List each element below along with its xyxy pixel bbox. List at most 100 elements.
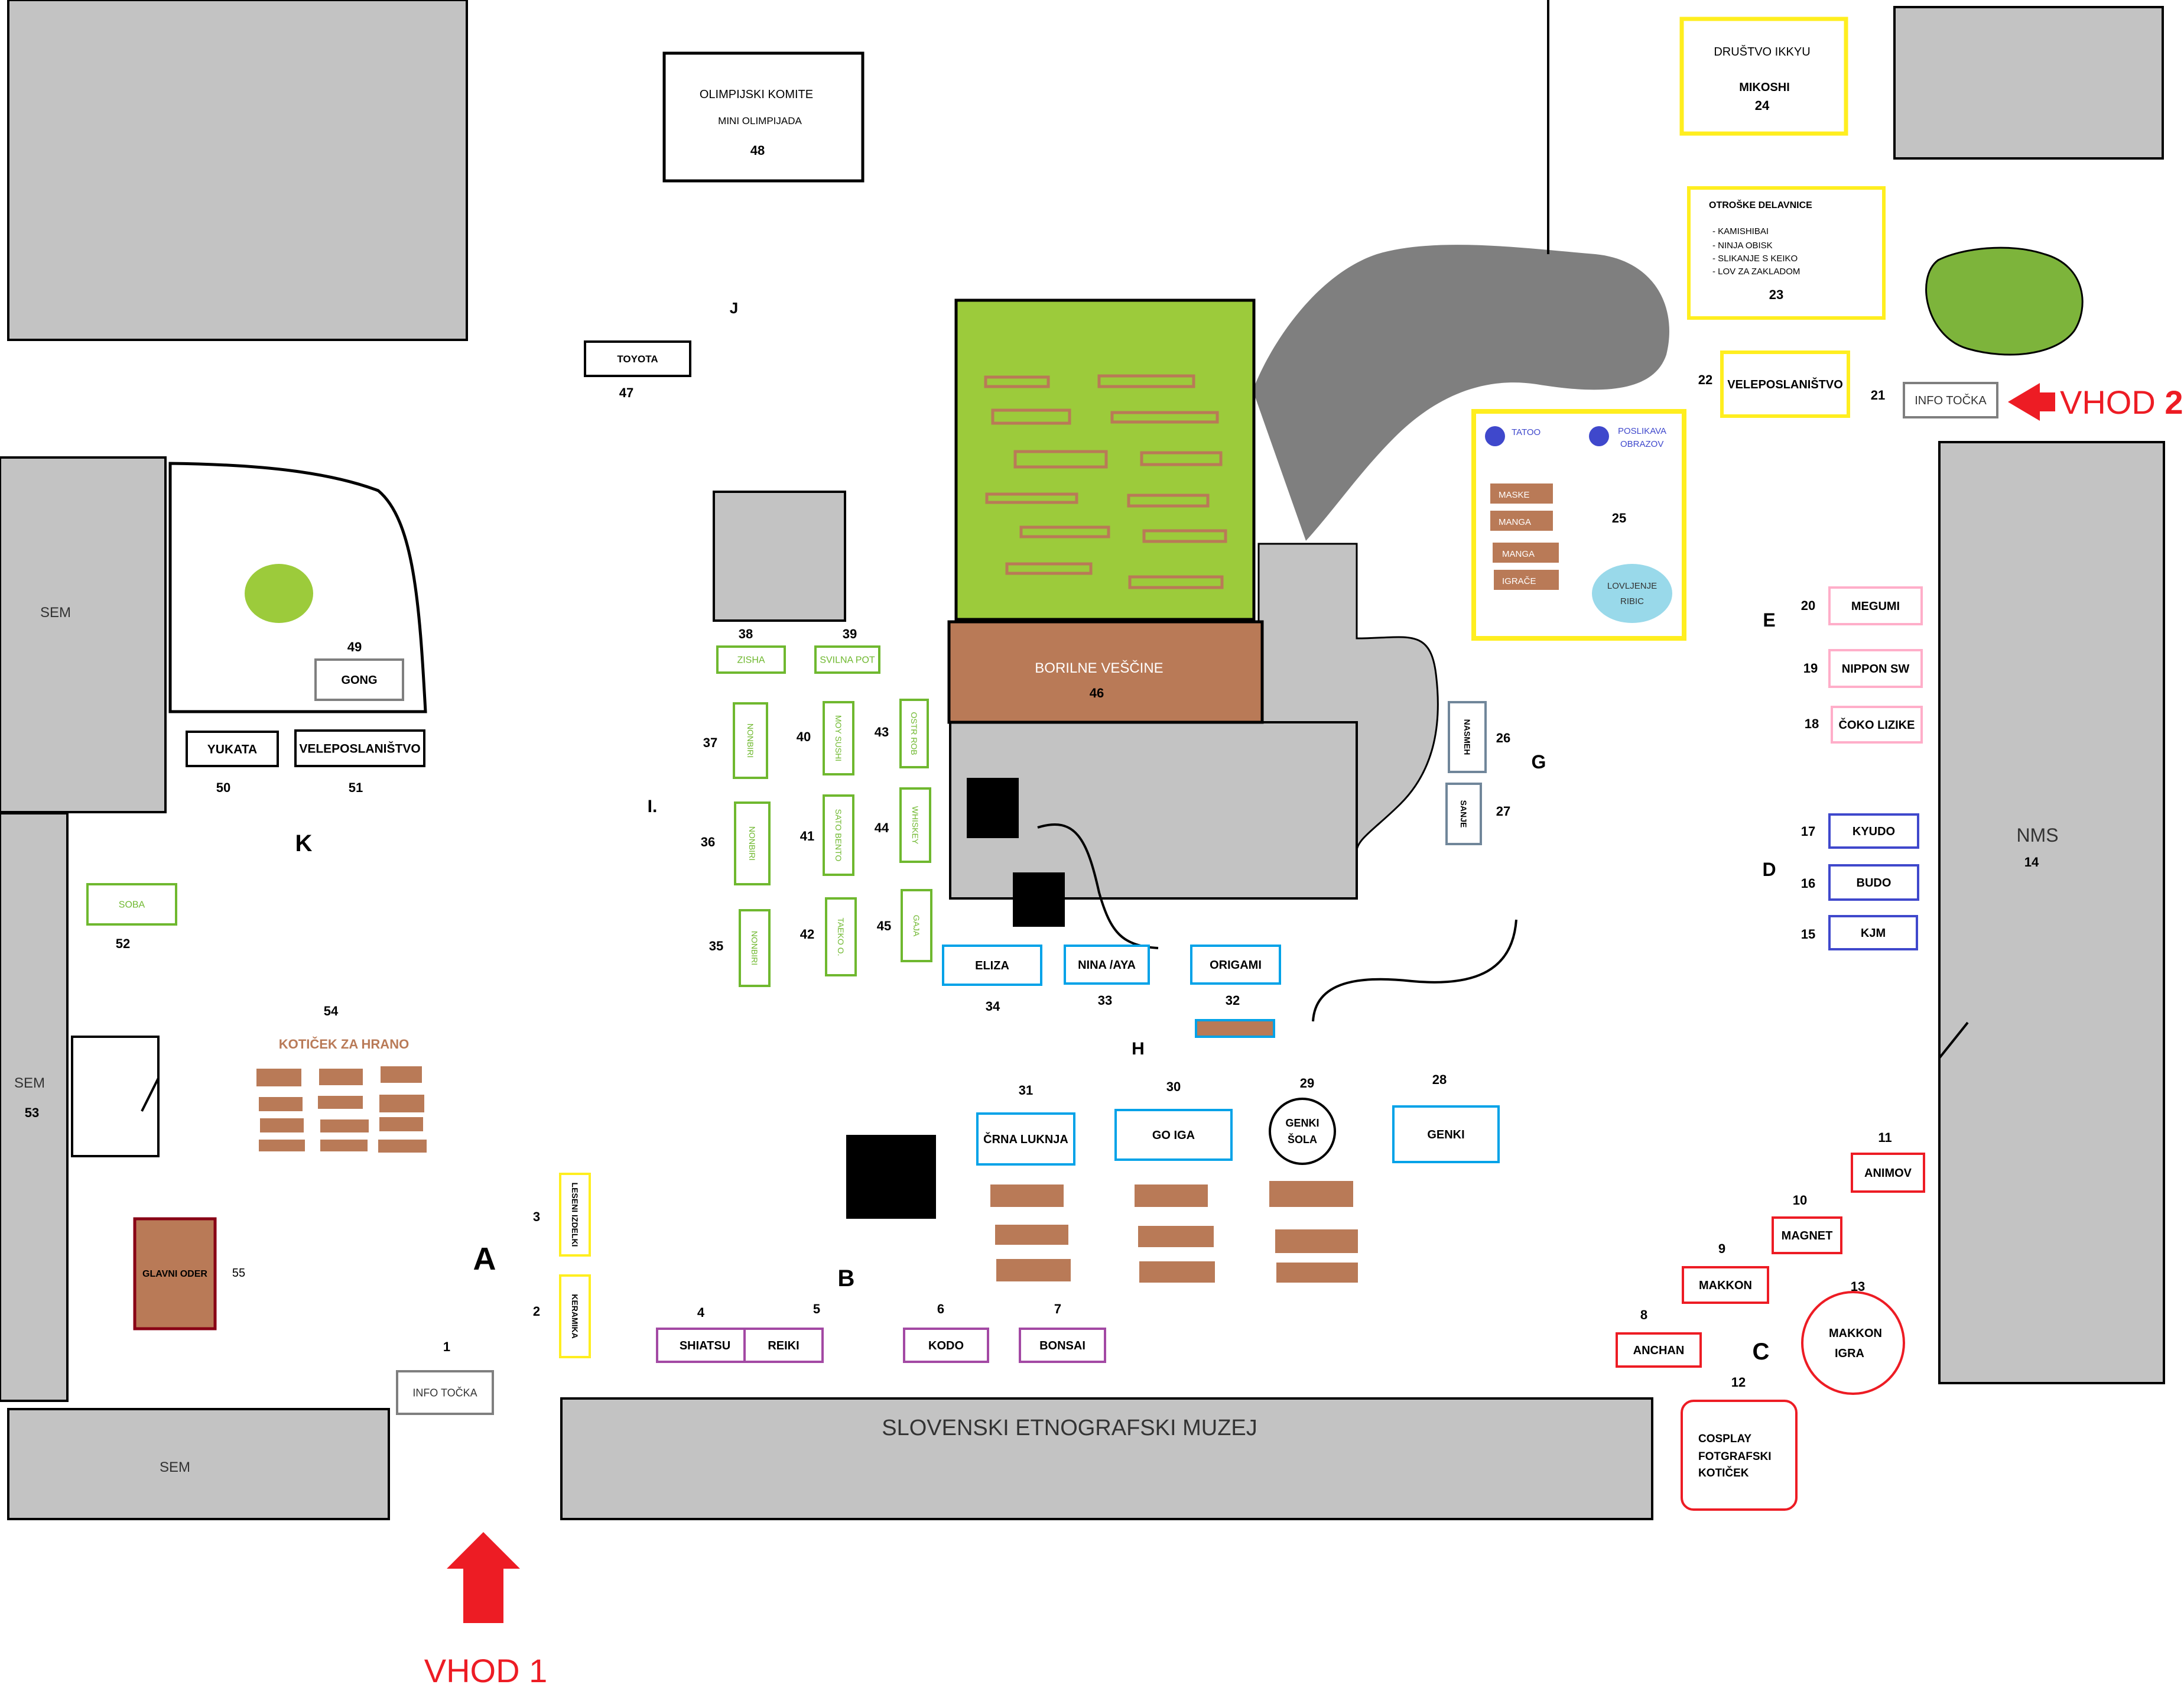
stand-box bbox=[314, 658, 404, 701]
stand-41: SATO BENTO 41 bbox=[800, 794, 854, 876]
stand-box bbox=[1720, 351, 1850, 418]
stand-label: ZISHA bbox=[737, 655, 765, 666]
stand-number: 45 bbox=[877, 919, 891, 933]
stand-label: SHIATSU bbox=[680, 1339, 730, 1352]
zone-25-box: TATOO POSLIKAVA OBRAZOV MASKE MANGA MANG… bbox=[1471, 409, 1686, 641]
path-line bbox=[1037, 823, 1159, 949]
stand-label: MEGUMI bbox=[1851, 600, 1900, 613]
zone-letter-h: H bbox=[1132, 1039, 1145, 1059]
stand-number: 50 bbox=[216, 780, 230, 795]
stand-box bbox=[1190, 945, 1281, 985]
stand-box bbox=[294, 729, 425, 767]
entrance-2: VHOD 2 bbox=[2008, 383, 2183, 421]
entrance-1: VHOD 1 bbox=[424, 1532, 547, 1689]
olympic-committee-box: OLIMPIJSKI KOMITE MINI OLIMPIJADA 48 bbox=[662, 51, 864, 183]
black-block bbox=[1013, 872, 1065, 927]
stand-number: 31 bbox=[1019, 1083, 1033, 1098]
makkon-game-line1: MAKKON bbox=[1829, 1327, 1882, 1340]
food-corner-number: 54 bbox=[324, 1004, 339, 1018]
stand-number: 17 bbox=[1801, 824, 1815, 839]
olympic-line1: OLIMPIJSKI KOMITE bbox=[700, 88, 813, 101]
pond-right bbox=[1925, 246, 2084, 356]
lawn-area bbox=[954, 298, 1256, 621]
makkon-game-line2: IGRA bbox=[1835, 1347, 1864, 1360]
ikkyu-number: 24 bbox=[1755, 98, 1770, 113]
stand-number: 10 bbox=[1793, 1193, 1807, 1208]
food-corner: 54 KOTIČEK ZA HRANO bbox=[256, 1004, 427, 1153]
building-sem-bottom: SEM bbox=[7, 1408, 390, 1520]
stand-number: 39 bbox=[843, 627, 857, 641]
zone-letter-e: E bbox=[1763, 609, 1775, 631]
stand-label: SANJE bbox=[1459, 800, 1468, 828]
stand-box bbox=[733, 702, 768, 779]
stand-box bbox=[559, 1274, 591, 1358]
martial-arts-area: BORILNE VEŠČINE 46 bbox=[947, 620, 1264, 724]
stand-label: ANIMOV bbox=[1864, 1167, 1912, 1180]
stand-box bbox=[186, 731, 279, 767]
stand-label: MAGNET bbox=[1782, 1229, 1833, 1242]
stand-box bbox=[976, 1112, 1075, 1166]
stand-box bbox=[656, 1328, 754, 1363]
children-workshops-box: OTROŠKE DELAVNICE - KAMISHIBAI - NINJA O… bbox=[1687, 186, 1886, 320]
door-line bbox=[141, 1078, 160, 1112]
stand-label: GENKI bbox=[1427, 1128, 1464, 1141]
stand-box bbox=[739, 909, 771, 987]
zone25-table-label: IGRAČE bbox=[1502, 576, 1536, 586]
path-line bbox=[1312, 919, 1517, 1022]
stand-box bbox=[1828, 813, 1919, 849]
stand-number: 52 bbox=[116, 936, 130, 951]
stand-number: 2 bbox=[533, 1304, 540, 1319]
stand-number: 26 bbox=[1496, 731, 1510, 745]
stand-box bbox=[1064, 945, 1150, 985]
stand-label: ANCHAN bbox=[1633, 1344, 1685, 1357]
stand-label: SATO BENTO bbox=[834, 809, 843, 862]
zone-letters: A B C D E G H I. J K bbox=[295, 299, 1776, 1365]
stand-number: 9 bbox=[1718, 1241, 1725, 1256]
cosplay-line2: FOTGRAFSKI bbox=[1698, 1450, 1772, 1463]
main-stage-label: GLAVNI ODER bbox=[142, 1269, 207, 1279]
genki-school-line2: ŠOLA bbox=[1288, 1133, 1317, 1145]
makkon-game: MAKKON IGRA 13 bbox=[1801, 1279, 1905, 1395]
sem-left-label: SEM bbox=[40, 605, 71, 621]
building-museum: SLOVENSKI ETNOGRAFSKI MUZEJ bbox=[560, 1397, 1653, 1520]
stand-label: ELIZA bbox=[975, 959, 1009, 972]
stand-box bbox=[584, 340, 691, 377]
stand-label: MAKKON bbox=[1699, 1279, 1752, 1292]
ikkyu-line1: DRUŠTVO IKKYU bbox=[1714, 45, 1810, 59]
workshops-item: - LOV ZA ZAKLADOM bbox=[1712, 267, 1800, 277]
nms-number: 14 bbox=[2024, 855, 2039, 869]
stand-label: VELEPOSLANIŠTVO bbox=[299, 741, 420, 755]
stand-label: TAEKO O. bbox=[836, 917, 846, 956]
stand-number: 4 bbox=[697, 1305, 705, 1320]
cosplay-line1: COSPLAY bbox=[1698, 1433, 1751, 1445]
building-small-center bbox=[713, 491, 846, 622]
zone25-table-label: MANGA bbox=[1502, 549, 1535, 559]
stand-number: 22 bbox=[1698, 372, 1712, 387]
stand-label: NONBIRI bbox=[746, 723, 755, 758]
stand-4: SHIATSU 4 bbox=[656, 1305, 754, 1363]
stand-label: KJM bbox=[1861, 927, 1886, 940]
olympic-number: 48 bbox=[750, 143, 765, 158]
stand-number: 37 bbox=[703, 735, 717, 750]
entrance-1-arrow-icon bbox=[447, 1532, 520, 1623]
stand-number: 7 bbox=[1054, 1302, 1061, 1316]
stand-number: 34 bbox=[986, 999, 1000, 1014]
stand-box bbox=[716, 645, 786, 674]
building-sem-lower: SEM 53 bbox=[0, 812, 69, 1402]
stand-box bbox=[1831, 706, 1923, 744]
stand-number: 41 bbox=[800, 829, 814, 843]
stand-label: KYUDO bbox=[1852, 825, 1895, 838]
zone-letter-k: K bbox=[295, 830, 313, 856]
